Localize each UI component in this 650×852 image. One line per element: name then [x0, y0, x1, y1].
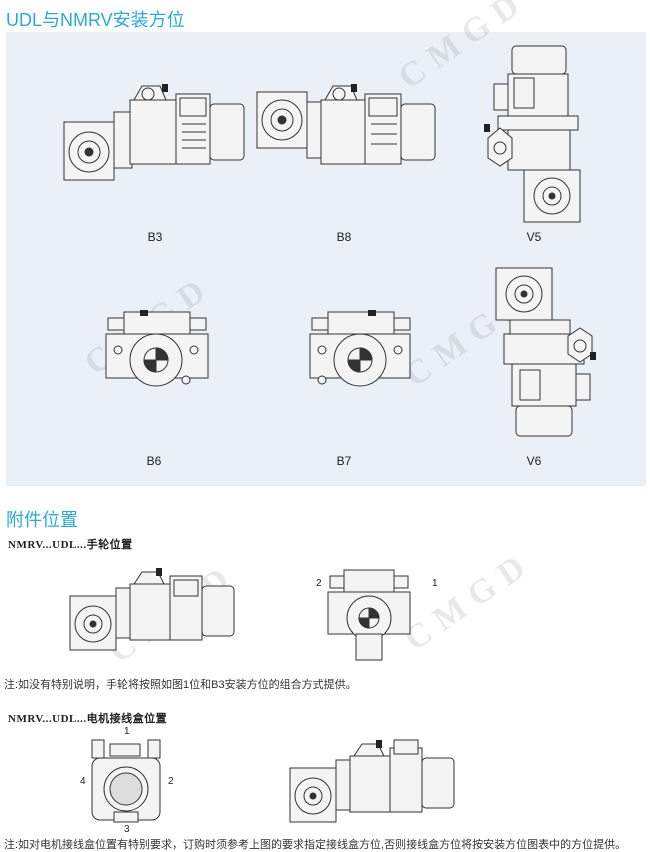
handwheel-front-diagram [327, 569, 411, 661]
terminal-position-3: 3 [124, 824, 130, 835]
handwheel-note: 注:如没有特别说明，手轮将按照如图1位和B3安装方位的组合方式提供。 [4, 679, 357, 691]
diagram-b3 [63, 84, 245, 181]
diagram-b8 [256, 84, 436, 165]
handwheel-position-2: 2 [316, 578, 322, 589]
diagram-v5 [484, 45, 581, 223]
terminal-position-1: 1 [124, 726, 130, 737]
terminal-position-4: 4 [80, 776, 86, 787]
terminal-box-front-diagram [91, 739, 161, 823]
diagram-v6 [495, 267, 596, 437]
terminal-box-subtitle: NMRV...UDL...电机接线盒位置 [8, 713, 168, 725]
label-b8: B8 [336, 230, 352, 244]
diagram-b7 [309, 310, 411, 387]
terminal-box-side-diagram [289, 739, 455, 823]
terminal-position-2: 2 [168, 776, 174, 787]
handwheel-subtitle: NMRV...UDL...手轮位置 [8, 539, 133, 551]
label-v6: V6 [526, 454, 542, 468]
terminal-box-note: 注:如对电机接线盒位置有特别要求，订购时须参考上图的要求指定接线盒方位,否则接线… [4, 839, 627, 851]
label-b6: B6 [146, 454, 162, 468]
label-v5: V5 [526, 230, 542, 244]
label-b3: B3 [147, 230, 163, 244]
diagram-b6 [105, 310, 209, 387]
handwheel-side-diagram [69, 568, 235, 651]
label-b7: B7 [336, 454, 352, 468]
accessory-title: 附件位置 [6, 510, 78, 530]
installation-title: UDL与NMRV安装方位 [6, 10, 185, 30]
handwheel-position-1: 1 [432, 578, 438, 589]
